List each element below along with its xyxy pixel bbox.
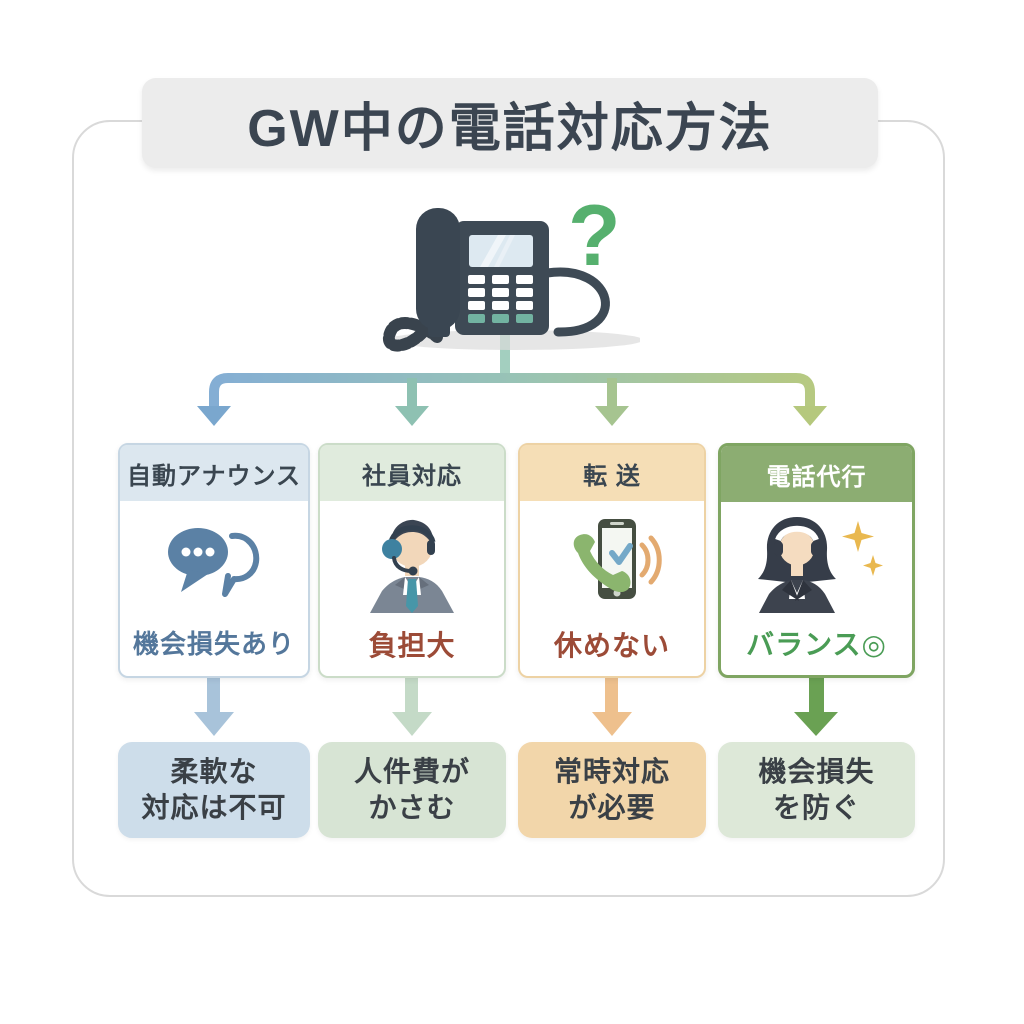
card-header: 自動アナウンス [120,445,308,501]
phone-cord-coil [383,312,443,352]
question-mark-icon: ? [568,188,621,284]
card-caption: 負担大 [368,630,456,661]
branch-arrow-2 [395,406,429,426]
card-header-label: 社員対応 [362,462,462,490]
sparkle-icon [841,520,874,552]
branch-arrow-1 [197,406,231,426]
result-arrow-2 [392,712,432,736]
desk-phone-icon: ? [383,188,640,352]
result-box-forwarding: 常時対応 が必要 [518,742,706,838]
result-arrows [194,676,838,736]
branch-arrow-3 [595,406,629,426]
option-card-forwarding: 転 送 休めない [518,443,706,678]
option-card-employee: 社員対応 負担大 [318,443,506,678]
card-caption: 休めない [553,630,670,661]
card-header-label: 自動アナウンス [126,462,302,490]
phone-forward-icon [573,518,662,599]
card-header: 社員対応 [320,445,504,501]
card-caption: 機会損失あり [132,629,295,659]
result-arrow-1 [194,712,234,736]
result-arrow-3 [592,712,632,736]
card-header: 電話代行 [721,446,912,502]
card-header-label: 電話代行 [766,463,867,491]
branch-arrow-4 [793,406,827,426]
card-caption: バランス◎ [746,629,887,660]
option-card-auto-announce: 自動アナウンス 機会損失あり [118,443,310,678]
employee-headset-icon [370,519,454,613]
sparkle-icon [862,554,883,576]
operator-woman-icon [757,516,883,613]
title-banner: GW中の電話対応方法 [142,78,878,168]
result-box-employee: 人件費が かさむ [318,742,506,838]
handset-icon [416,208,460,330]
result-arrow-4 [794,712,838,736]
speech-bubbles-icon [168,527,260,597]
card-header-label: 転 送 [583,462,641,490]
result-box-auto-announce: 柔軟な 対応は不可 [118,742,310,838]
page-title: GW中の電話対応方法 [247,99,773,158]
phone-stem-line [500,332,510,380]
branch-connector [197,332,827,426]
card-header: 転 送 [520,445,704,501]
option-card-answering-service: 電話代行 バランス◎ [718,443,915,678]
result-box-answering-service: 機会損失 を防ぐ [718,742,915,838]
